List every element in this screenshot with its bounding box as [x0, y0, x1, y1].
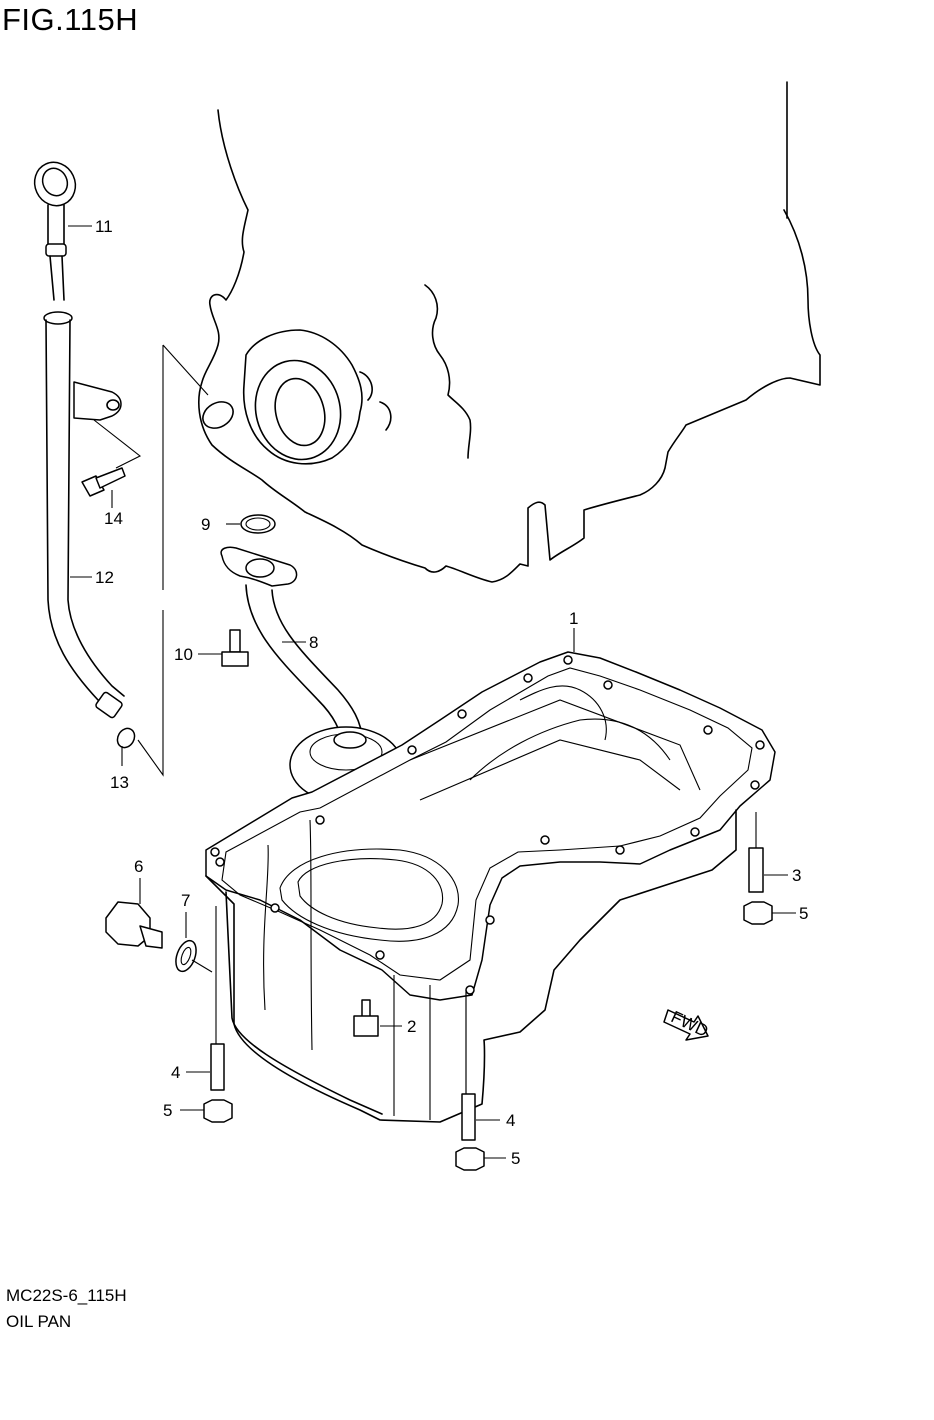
callout-4: 4 [506, 1111, 515, 1130]
bolt-10 [221, 629, 249, 667]
callout-6: 6 [134, 857, 143, 876]
oil-level-gauge [33, 161, 77, 301]
stud-3 [748, 847, 764, 893]
figure-code: MC22S-6_115H [6, 1286, 127, 1305]
callout-14: 14 [104, 509, 123, 528]
gasket-7 [175, 939, 197, 973]
figure-name: OIL PAN [6, 1312, 72, 1331]
callout-11: 11 [95, 217, 113, 236]
leader-lines [68, 225, 796, 1159]
callout-7: 7 [181, 891, 190, 910]
figure-title: FIG.115H [2, 2, 139, 37]
callout-3: 3 [792, 866, 801, 885]
callout-4: 4 [171, 1063, 180, 1082]
bolt-14 [81, 467, 126, 497]
stud-4-right [461, 1093, 476, 1141]
drain-plug-6 [105, 901, 163, 949]
engine-block-outline [198, 81, 821, 583]
callout-9: 9 [201, 515, 210, 534]
callout-8: 8 [309, 633, 318, 652]
nut-5-left [203, 1099, 233, 1123]
callout-10: 10 [174, 645, 193, 664]
callout-5: 5 [511, 1149, 520, 1168]
callout-1: 1 [569, 609, 578, 628]
callout-2: 2 [407, 1017, 416, 1036]
oil-pan [205, 651, 776, 1123]
bolt-2 [353, 999, 379, 1037]
callout-13: 13 [110, 773, 129, 792]
nut-5-right [743, 901, 773, 925]
nut-5-bottom [455, 1147, 485, 1171]
oil-gauge-guide [43, 311, 136, 749]
callout-5: 5 [163, 1101, 172, 1120]
callout-12: 12 [95, 568, 114, 587]
stud-4-left [210, 1043, 225, 1091]
callouts: 1 2 3 4 4 5 5 5 6 7 8 9 10 11 12 13 14 [95, 217, 808, 1168]
fwd-arrow: FWD [663, 1007, 711, 1041]
callout-5: 5 [799, 904, 808, 923]
